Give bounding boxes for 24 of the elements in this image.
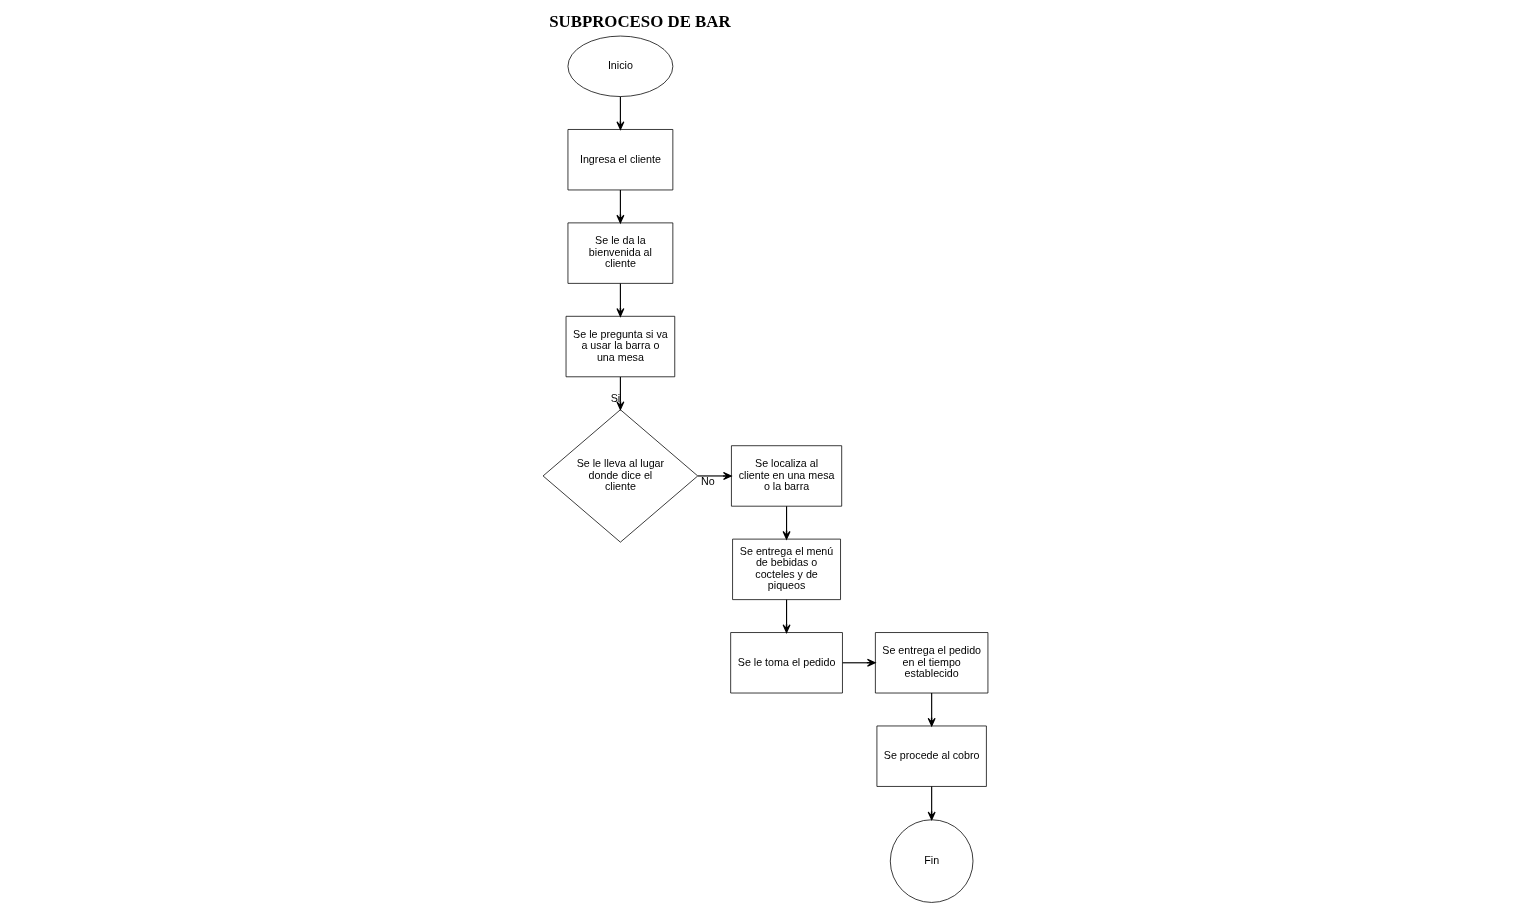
arrow	[616, 96, 625, 130]
edge-label: Si	[610, 391, 621, 404]
diagram-title: SUBPROCESO DE BAR	[549, 12, 731, 32]
node-box: Se procede al cobro	[876, 725, 987, 787]
arrow	[616, 189, 625, 224]
node-box: Se le pregunta si va a usar la barra o una mesa	[565, 315, 676, 378]
node-box: Se entrega el menú de bebidas o cocteles y de piqueos	[732, 538, 841, 600]
arrow	[927, 692, 936, 727]
node-box: Se entrega el pedido en el tiempo establecido	[875, 632, 989, 694]
arrow	[927, 785, 936, 821]
node-box: Se le toma el pedido	[730, 632, 843, 694]
node-circle: Fin	[889, 819, 974, 903]
arrow	[782, 599, 791, 634]
arrow	[616, 376, 625, 411]
node-diamond: Se le lleva al lugar donde dice el cliente	[542, 409, 699, 543]
node-box: Se le da la bienvenida al cliente	[567, 222, 674, 284]
arrow	[697, 471, 732, 480]
node-ellipse: Inicio	[567, 35, 674, 97]
node-box: Se localiza al cliente en una mesa o la barra	[731, 445, 843, 507]
edge-label: No	[700, 474, 715, 487]
arrow	[842, 658, 876, 667]
node-box: Ingresa el cliente	[567, 129, 674, 191]
arrow	[782, 505, 791, 540]
arrow	[616, 282, 625, 317]
